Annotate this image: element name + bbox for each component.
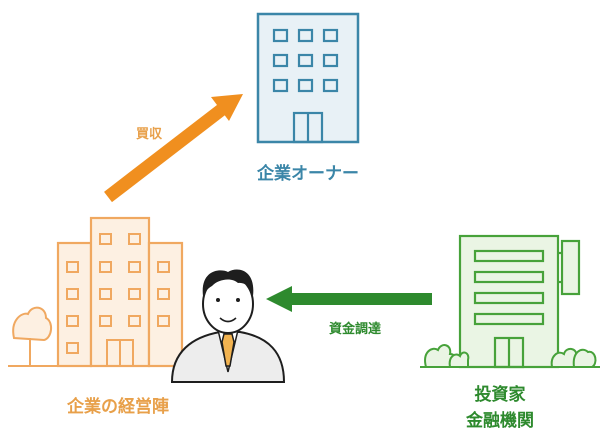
acquisition-arrow (104, 94, 243, 203)
funding-arrow (266, 286, 432, 312)
investor-label-line1: 投資家 (474, 385, 526, 405)
owner-label: 企業オーナー (257, 164, 359, 184)
management-label: 企業の経営陣 (67, 397, 169, 417)
acquisition-label: 買収 (135, 127, 162, 142)
investor-label: 投資家 金融機関 (440, 382, 560, 434)
businessman-icon (170, 269, 286, 383)
investor-building-icon (420, 234, 600, 369)
investor-label-line2: 金融機関 (466, 411, 534, 431)
funding-label: 資金調達 (328, 322, 381, 337)
management-building-icon (8, 216, 200, 368)
owner-building-icon (256, 12, 360, 144)
